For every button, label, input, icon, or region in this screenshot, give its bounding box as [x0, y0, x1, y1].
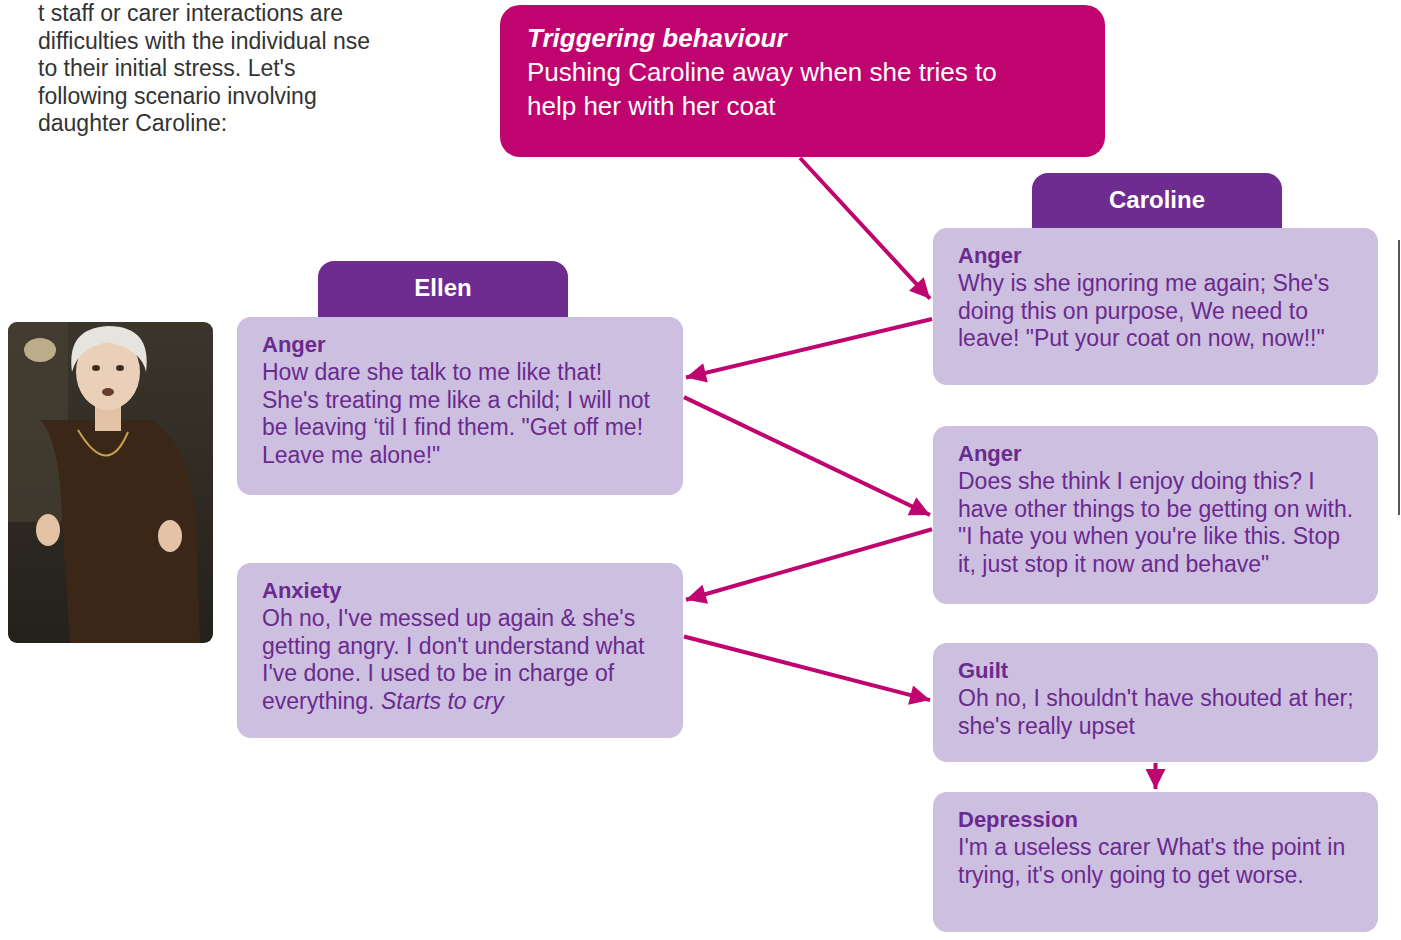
box-heading: Anger	[262, 331, 665, 359]
box-body: Does she think I enjoy doing this? I hav…	[958, 468, 1360, 578]
photo-eye	[116, 365, 124, 371]
box-body: Oh no, I've messed up again & she's gett…	[262, 605, 665, 715]
box-text: Oh no, I shouldn't have shouted at her; …	[958, 685, 1354, 739]
flow-arrow	[686, 529, 932, 600]
box-text: Pushing Caroline away when she tries to …	[527, 57, 997, 121]
photo-background	[8, 322, 213, 643]
action-note: Starts to cry	[381, 688, 504, 714]
photo-mouth	[102, 388, 114, 396]
flow-arrow	[684, 637, 930, 701]
photo-eye	[92, 365, 100, 371]
photo-sweater	[40, 420, 200, 643]
box-text: How dare she talk to me like that! She's…	[262, 359, 650, 468]
box-body: Pushing Caroline away when she tries to …	[527, 55, 1045, 123]
name-tab: Ellen	[318, 261, 568, 321]
box-body: Oh no, I shouldn't have shouted at her; …	[958, 685, 1360, 740]
box-text: Why is she ignoring me again; She's doin…	[958, 270, 1329, 351]
box-heading: Anger	[958, 242, 1360, 270]
photo-necklace	[78, 430, 128, 456]
emotion-box: GuiltOh no, I shouldn't have shouted at …	[933, 643, 1378, 762]
box-text: I'm a useless carer What's the point in …	[958, 834, 1345, 888]
photo-lamp	[24, 338, 56, 362]
box-heading: Anger	[958, 440, 1360, 468]
flow-arrow	[684, 397, 930, 515]
flow-arrow	[800, 158, 930, 299]
box-body: Why is she ignoring me again; She's doin…	[958, 270, 1360, 353]
tab-title: Ellen	[414, 273, 471, 303]
photo-hand	[158, 520, 182, 552]
emotion-box: AngerDoes she think I enjoy doing this? …	[933, 426, 1378, 604]
emotion-box: AngerWhy is she ignoring me again; She's…	[933, 228, 1378, 385]
emotion-box: AngerHow dare she talk to me like that! …	[237, 317, 683, 495]
tab-title: Caroline	[1109, 185, 1205, 215]
photo-hair	[71, 326, 146, 372]
photo-hand	[36, 514, 60, 546]
emotion-box: DepressionI'm a useless carer What's the…	[933, 792, 1378, 932]
box-heading: Depression	[958, 806, 1360, 834]
photo-of-ellen	[8, 322, 213, 643]
box-heading: Anxiety	[262, 577, 665, 605]
intro-text: t staff or carer interactions are diffic…	[38, 0, 370, 138]
box-body: How dare she talk to me like that! She's…	[262, 359, 665, 469]
trigger-box: Triggering behaviourPushing Caroline awa…	[500, 5, 1105, 157]
edge-rule	[1398, 240, 1400, 515]
box-heading: Guilt	[958, 657, 1360, 685]
flow-arrow	[1154, 763, 1158, 789]
box-heading: Triggering behaviour	[527, 21, 1045, 55]
name-tab: Caroline	[1032, 173, 1282, 233]
box-text: Does she think I enjoy doing this? I hav…	[958, 468, 1353, 577]
box-body: I'm a useless carer What's the point in …	[958, 834, 1360, 889]
emotion-box: AnxietyOh no, I've messed up again & she…	[237, 563, 683, 738]
flow-arrow	[686, 319, 932, 377]
